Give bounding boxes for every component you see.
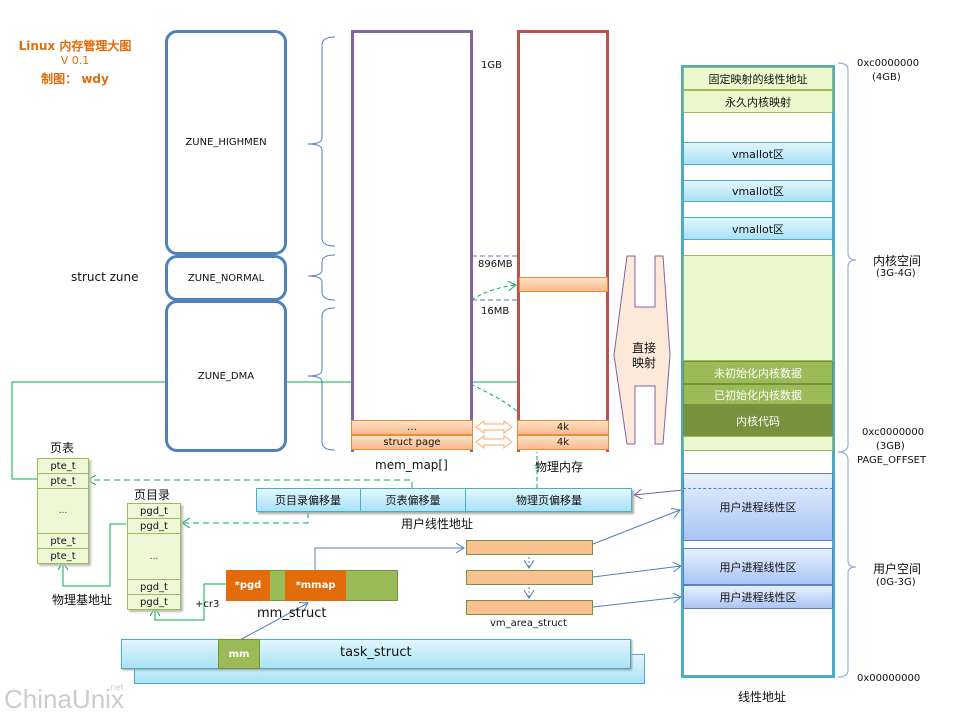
page-directory: pgd_t pgd_t ... pgd_t pgd_t (127, 503, 181, 610)
mm-field: mm (218, 639, 260, 669)
task-struct (121, 639, 631, 669)
direct-mapping-label-2: 映射 (632, 356, 657, 370)
mem-map-cell: ... (351, 420, 473, 435)
user-region-divider (683, 488, 833, 489)
vm-area-node (466, 570, 593, 585)
pgd-ellipsis: ... (128, 534, 180, 580)
pgd-entry: pgd_t (128, 504, 180, 519)
kernel-range-label: (3G-4G) (876, 268, 916, 279)
zone-normal: ZUNE_NORMAL (165, 255, 287, 301)
data-cell: 已初始化内核数据 (683, 384, 833, 405)
pgd-pointer-field: *pgd (226, 570, 270, 601)
pte-entry: pte_t (38, 534, 88, 549)
mmap-pointer-field: *mmap (285, 570, 346, 601)
mark-16mb: 16MB (481, 306, 510, 317)
vmalloc-cell: vmallot区 (683, 142, 833, 165)
pte-to-page-arrow (11, 293, 562, 480)
vm-area-node (466, 600, 593, 615)
watermark-suffix: .net (108, 683, 124, 692)
zone-braces (307, 36, 336, 451)
user-linear-address-bar (256, 488, 632, 512)
page-offset-address: 0xc0000000 (862, 427, 925, 438)
pgd-entry: pgd_t (140, 596, 168, 608)
physical-base-label: 物理基地址 (52, 593, 113, 607)
cr3-label: +cr3 (195, 599, 220, 610)
dir-offset-field: 页目录偏移量 (256, 488, 361, 512)
pte-entry: pte_t (50, 550, 76, 562)
fixmap-cell: 固定映射的线性地址 (683, 67, 833, 90)
zone-dma: ZUNE_DMA (165, 300, 287, 452)
pgd-to-pte-arrow (63, 523, 126, 587)
mark-1gb: 1GB (481, 60, 502, 71)
page-offset-field: 物理页偏移量 (516, 494, 582, 507)
pgd-pointer-arrow (155, 583, 226, 621)
struct-zone-label: struct zune (71, 270, 139, 284)
vmalloc-cell: vmallot区 (683, 180, 833, 202)
top-address: 0xc0000000 (857, 58, 920, 69)
page-frame-cell: 4k (517, 420, 609, 435)
diagram-author: 制图： wdy (41, 72, 109, 86)
mmap-to-vma-arrow (314, 548, 464, 570)
linear-to-address-arrow (634, 490, 684, 495)
mem-map-column (351, 30, 473, 452)
vm-area-node (466, 540, 593, 555)
bottom-address: 0x00000000 (857, 673, 921, 684)
zone-highmem-label: ZUNE_HIGHMEN (185, 137, 267, 148)
page-offset-label: PAGE_OFFSET (857, 455, 927, 466)
user-space-label: 用户空间 (873, 562, 922, 576)
physical-memory-column (517, 30, 609, 452)
zone-normal-label: ZUNE_NORMAL (187, 272, 265, 284)
dir-offset-arrow (182, 512, 309, 523)
kernel-space-label: 内核空间 (873, 254, 922, 268)
page-table: pte_t pte_t ... pte_t pte_t (37, 458, 89, 564)
direct-mapping-shape (613, 255, 671, 445)
table-offset-arrow (88, 480, 413, 488)
vm-area-struct-label: vm_area_struct (490, 618, 567, 629)
user-range-label: (0G-3G) (876, 577, 916, 588)
page-frame-cell: 4k (517, 435, 609, 450)
task-struct-label: task_struct (340, 645, 412, 660)
pte-entry: pte_t (38, 474, 88, 489)
page-directory-label: 页目录 (134, 488, 171, 502)
pte-ellipsis: ... (38, 489, 88, 534)
watermark: ChinaUnix (4, 684, 124, 714)
mem-map-label: mem_map[] (375, 458, 448, 472)
pgd-entry: pgd_t (128, 519, 180, 534)
linear-address-label: 线性地址 (738, 690, 787, 704)
address-space-braces (837, 62, 857, 678)
physical-page-highlight (519, 277, 608, 292)
pte-entry: pte_t (38, 459, 88, 474)
permanent-map-cell: 永久内核映射 (683, 90, 833, 113)
diagram-version: V 0.1 (60, 54, 90, 67)
direct-mapped-region (683, 255, 833, 361)
mm-struct-label: mm_struct (257, 606, 327, 621)
mark-896mb: 896MB (478, 259, 513, 270)
user-region-cell: 用户进程线性区 (683, 548, 833, 585)
user-region-cell: 用户进程线性区 (683, 473, 833, 541)
struct-page-cell: struct page (351, 435, 473, 450)
page-table-label: 页表 (50, 441, 75, 455)
physical-memory-label: 物理内存 (535, 460, 584, 474)
kernel-tail-cell (683, 436, 833, 451)
top-size: (4GB) (872, 72, 901, 83)
direct-mapping-label: 直接 (632, 341, 657, 355)
diagram-title: Linux 内存管理大图 (18, 39, 132, 53)
kernel-code-cell: 内核代码 (683, 405, 833, 436)
zone-dma-label: ZUNE_DMA (197, 370, 255, 382)
vmalloc-cell: vmallot区 (683, 217, 833, 240)
table-offset-field: 页表偏移量 (361, 488, 466, 512)
zone-highmem: ZUNE_HIGHMEN (165, 30, 287, 255)
page-offset-size: (3GB) (876, 441, 905, 452)
pgd-entry: pgd_t (128, 580, 180, 595)
user-region-cell: 用户进程线性区 (683, 585, 833, 609)
user-linear-address-label: 用户线性地址 (401, 517, 474, 531)
bss-cell: 未初始化内核数据 (683, 361, 833, 384)
